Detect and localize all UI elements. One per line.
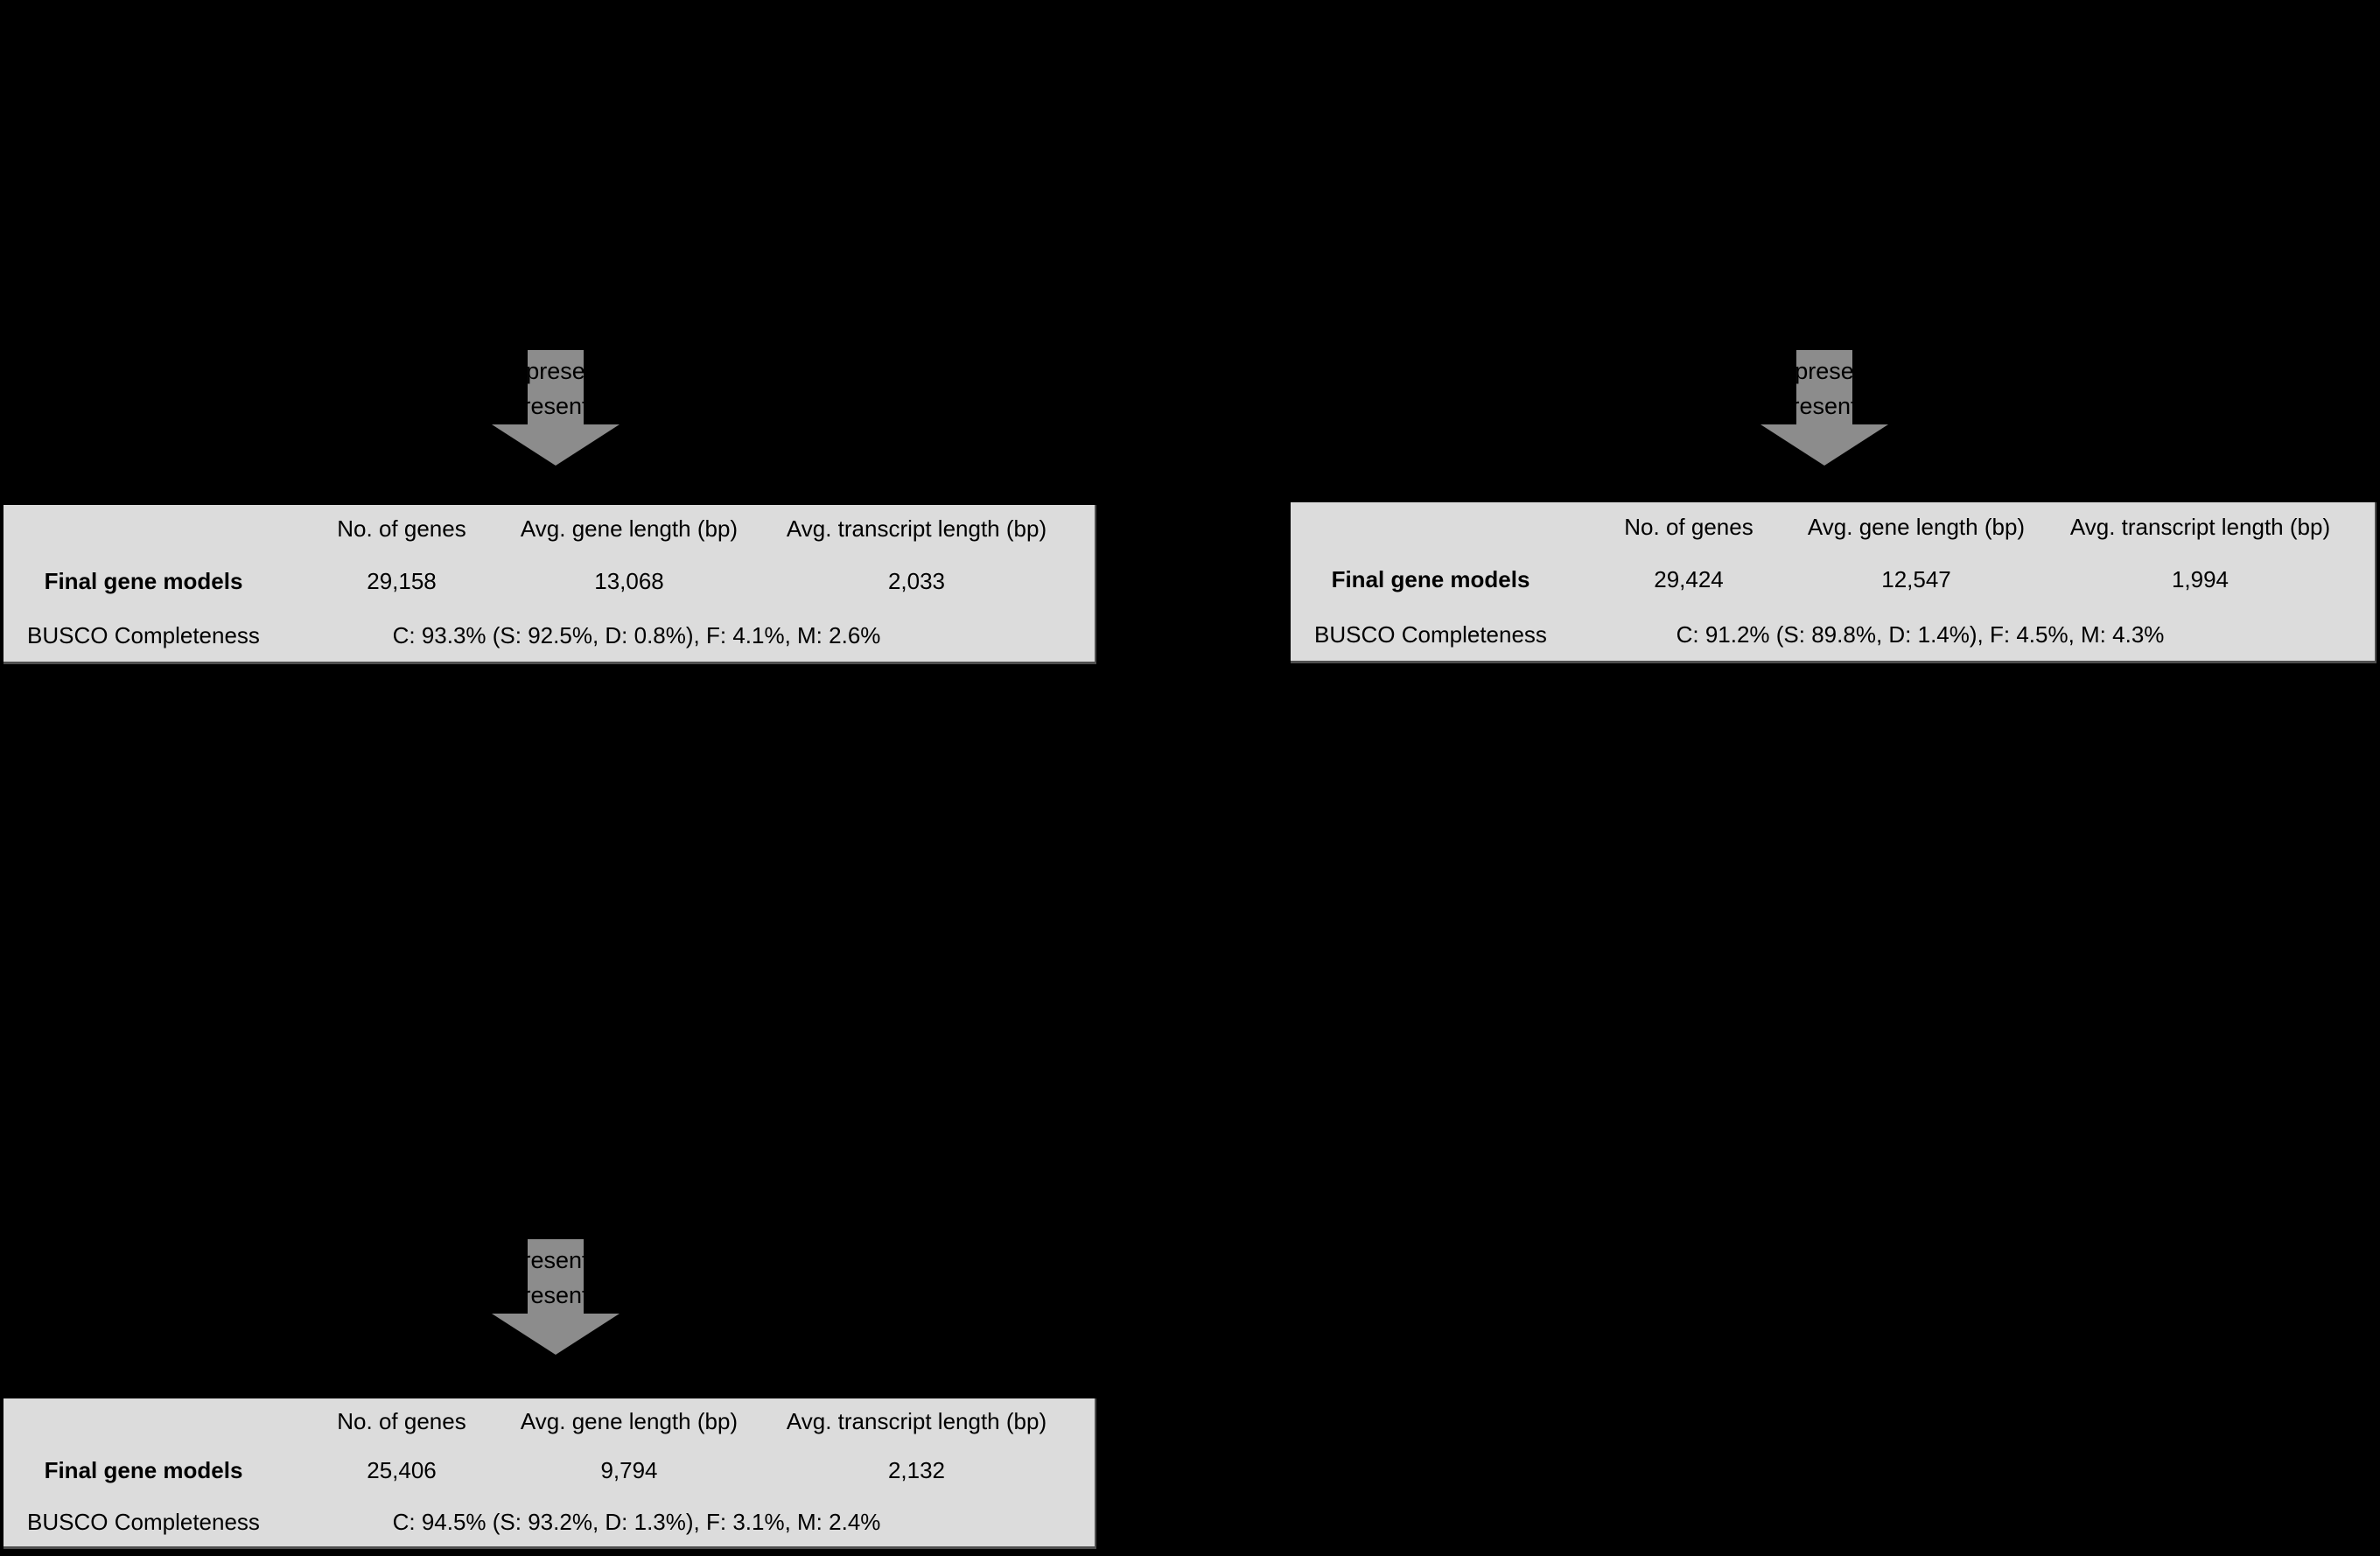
final-no-of-genes: 29,424 [1654, 566, 1724, 593]
row-label-final-gene-models: Final gene models [44, 1457, 243, 1484]
final-no-of-genes: 29,158 [367, 568, 437, 595]
arrow-down-icon [1760, 424, 1888, 466]
gene-stats-table-bottom-left: No. of genes Avg. gene length (bp) Avg. … [4, 1398, 1096, 1549]
flow-arrow-top-left: prese resent [492, 350, 620, 466]
arrow-label-line-1: prese [528, 358, 584, 384]
final-avg-gene-length: 12,547 [1881, 566, 1951, 593]
column-header-no-of-genes: No. of genes [1624, 513, 1754, 540]
row-label-busco-completeness: BUSCO Completeness [1314, 620, 1547, 648]
column-header-avg-transcript-length: Avg. transcript length (bp) [786, 515, 1047, 543]
arrow-down-icon [492, 424, 620, 466]
arrow-down-icon [492, 1314, 620, 1355]
final-avg-transcript-length: 2,132 [887, 1457, 946, 1484]
empty-corner-cell [4, 1398, 284, 1444]
column-header-no-of-genes: No. of genes [337, 1407, 466, 1434]
gene-stats-table-top-left: No. of genes Avg. gene length (bp) Avg. … [4, 505, 1096, 664]
final-avg-transcript-length: 1,994 [2171, 566, 2230, 593]
column-header-avg-gene-length: Avg. gene length (bp) [520, 1407, 738, 1434]
arrow-shaft: prese resent [1796, 350, 1852, 424]
arrow-label-line-1: resent [528, 1247, 584, 1273]
final-avg-gene-length: 13,068 [594, 568, 664, 595]
empty-corner-cell [1291, 502, 1571, 551]
column-header-no-of-genes: No. of genes [337, 515, 466, 543]
arrow-shaft: prese resent [528, 350, 584, 424]
arrow-label-line-2: resent [528, 1282, 584, 1308]
column-header-avg-transcript-length: Avg. transcript length (bp) [786, 1407, 1047, 1434]
column-header-avg-gene-length: Avg. gene length (bp) [1807, 513, 2026, 540]
busco-completeness-value: C: 94.5% (S: 93.2%, D: 1.3%), F: 3.1%, M… [392, 1508, 881, 1535]
row-label-final-gene-models: Final gene models [44, 568, 243, 595]
arrow-label-line-2: resent [528, 393, 584, 419]
row-label-final-gene-models: Final gene models [1331, 566, 1530, 593]
final-no-of-genes: 25,406 [367, 1457, 437, 1484]
final-avg-gene-length: 9,794 [600, 1457, 658, 1484]
busco-completeness-value: C: 91.2% (S: 89.8%, D: 1.4%), F: 4.5%, M… [1676, 620, 2165, 648]
row-label-busco-completeness: BUSCO Completeness [27, 621, 260, 648]
row-label-busco-completeness: BUSCO Completeness [27, 1508, 260, 1535]
gene-stats-table-top-right: No. of genes Avg. gene length (bp) Avg. … [1291, 502, 2376, 663]
arrow-label-line-2: resent [1796, 393, 1852, 419]
flow-arrow-bottom-left: resent resent [492, 1239, 620, 1355]
column-header-avg-gene-length: Avg. gene length (bp) [520, 515, 738, 543]
final-avg-transcript-length: 2,033 [887, 568, 946, 595]
busco-completeness-value: C: 93.3% (S: 92.5%, D: 0.8%), F: 4.1%, M… [392, 621, 881, 648]
arrow-shaft: resent resent [528, 1239, 584, 1314]
empty-corner-cell [4, 505, 284, 553]
arrow-label-line-1: prese [1796, 358, 1852, 384]
column-header-avg-transcript-length: Avg. transcript length (bp) [2069, 513, 2331, 540]
flow-arrow-top-right: prese resent [1760, 350, 1888, 466]
